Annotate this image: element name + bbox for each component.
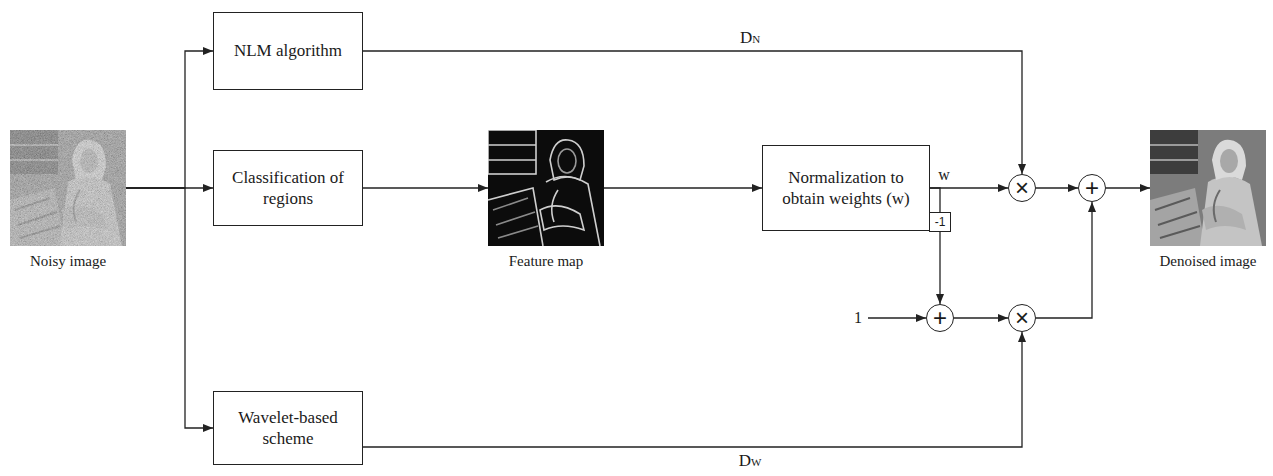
connector — [126, 188, 213, 428]
picture-shape — [488, 130, 600, 246]
picture-shape — [488, 130, 536, 174]
picture-shape — [488, 145, 536, 160]
box-label: Wavelet-based scheme — [223, 407, 353, 450]
picture-shape — [546, 176, 600, 246]
gain-box: -1 — [929, 212, 951, 232]
feature-map-photo — [488, 130, 604, 246]
picture-shape — [10, 130, 126, 246]
operator-symbol: × — [1015, 176, 1029, 200]
noisy-photo — [10, 130, 126, 246]
signal-label: DN — [738, 29, 762, 48]
box-label: Normalization to obtain weights (w) — [772, 167, 920, 210]
picture-shape — [540, 206, 584, 230]
connector — [1036, 187, 1078, 188]
connector — [1036, 202, 1092, 318]
box-label: -1 — [935, 216, 946, 228]
operator-symbol: × — [1015, 306, 1029, 330]
connector — [930, 187, 1008, 188]
signal-label: w — [936, 166, 952, 184]
denoised-photo — [1150, 130, 1266, 246]
picture-shape — [558, 149, 576, 173]
connector — [363, 187, 488, 188]
image-caption: Denoised image — [1150, 253, 1266, 270]
feature-map-image: Feature map — [488, 130, 604, 270]
picture-shape — [10, 130, 126, 246]
picture-shape — [493, 198, 538, 238]
multiplier-circle: × — [1008, 174, 1036, 202]
signal-label: DW — [737, 452, 764, 471]
picture-shape — [550, 140, 584, 180]
image-caption: Feature map — [488, 253, 604, 270]
multiplier-circle: × — [1008, 304, 1036, 332]
denoised-image: Denoised image — [1150, 130, 1266, 270]
connector — [1106, 187, 1150, 188]
process-box: NLM algorithm — [213, 12, 363, 90]
process-box: Normalization to obtain weights (w) — [762, 145, 930, 231]
picture-shape — [488, 130, 604, 246]
input-constant: 1 — [852, 309, 864, 327]
process-box: Classification of regions — [213, 150, 363, 226]
box-label: Classification of regions — [223, 167, 353, 210]
operator-symbol: + — [1085, 176, 1099, 200]
noisy-image: Noisy image — [10, 130, 126, 270]
adder-circle: + — [1078, 174, 1106, 202]
connector — [939, 232, 940, 304]
connector — [930, 188, 940, 212]
connector — [126, 51, 213, 188]
connector — [604, 187, 762, 188]
picture-shape — [488, 188, 543, 246]
picture-shape — [1150, 130, 1266, 246]
input-wire — [868, 317, 926, 318]
adder-circle: + — [926, 304, 954, 332]
connector — [954, 317, 1008, 318]
process-box: Wavelet-based scheme — [213, 391, 363, 465]
operator-symbol: + — [933, 306, 947, 330]
box-label: NLM algorithm — [234, 40, 342, 61]
connector — [363, 332, 1022, 447]
picture-shape — [552, 190, 558, 222]
image-caption: Noisy image — [10, 253, 126, 270]
